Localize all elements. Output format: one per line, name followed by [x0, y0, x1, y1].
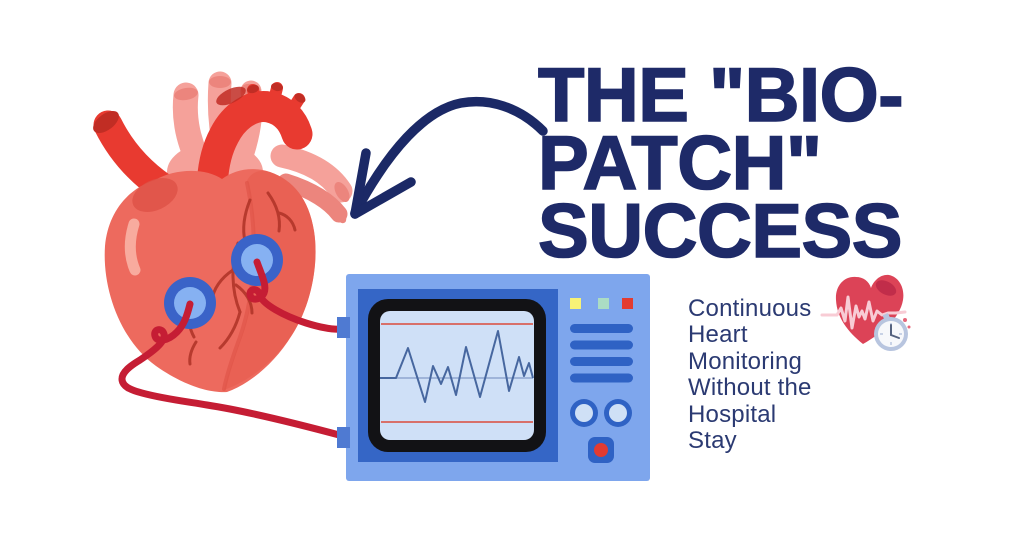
indicator-led-yellow	[570, 298, 581, 309]
subtitle-line-4: Without the	[688, 374, 812, 402]
page-title: THE "BIO- PATCH" SUCCESS	[537, 53, 1018, 274]
power-button	[588, 437, 614, 463]
subtitle-line-1: Continuous	[688, 295, 812, 322]
aorta	[196, 82, 313, 248]
title-line-3: SUCCESS	[537, 189, 903, 274]
cable-port-lower	[337, 427, 350, 448]
indicator-led-green	[598, 298, 609, 309]
electrode-wire-upper	[246, 258, 347, 333]
ecg-monitor-illustration	[346, 274, 650, 481]
electrode-wire-lower	[118, 300, 347, 440]
subtitle: Continuous Heart Monitoring Without the …	[688, 295, 848, 455]
heart-veins	[180, 191, 297, 366]
subtitle-line-6: Stay	[688, 427, 737, 455]
knob-left	[570, 399, 598, 427]
title-line-1: THE "BIO-	[537, 53, 904, 138]
cable-port-upper	[337, 317, 350, 338]
subtitle-line-2: Heart	[688, 321, 748, 349]
monitor-screen	[368, 299, 546, 452]
subtitle-line-5: Hospital	[688, 400, 777, 428]
anatomical-heart-illustration	[93, 71, 353, 393]
electrode-patch-upper	[231, 234, 283, 286]
ecg-waveform	[380, 330, 534, 403]
vena-cava	[93, 110, 177, 202]
knob-right	[604, 399, 632, 427]
pulmonary-vessels	[167, 71, 353, 224]
indicator-led-red	[622, 298, 633, 309]
electrode-patch-lower	[164, 277, 216, 329]
vent-bars	[570, 324, 633, 383]
title-line-2: PATCH"	[537, 121, 823, 206]
heart-body	[104, 169, 316, 393]
curved-arrow-icon	[350, 96, 548, 219]
stopwatch-icon	[874, 313, 911, 351]
subtitle-line-3: Monitoring	[688, 347, 803, 375]
